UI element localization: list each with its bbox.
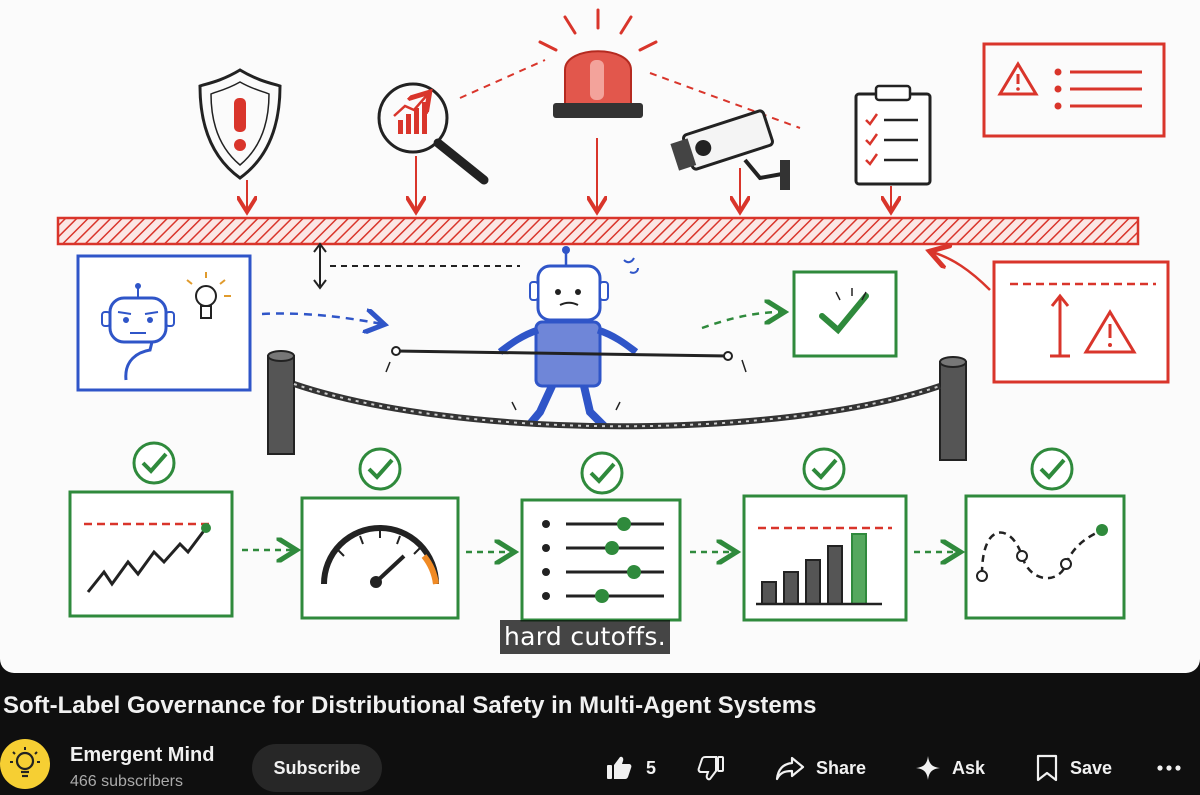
save-button[interactable]: Save — [1034, 748, 1112, 788]
success-check-panel — [792, 270, 898, 358]
tightrope-robot — [385, 246, 747, 429]
like-button[interactable]: 5 — [604, 748, 656, 788]
video-title: Soft-Label Governance for Distributional… — [3, 692, 817, 719]
share-arrow-icon — [775, 756, 805, 781]
thinking-robot-panel — [76, 254, 252, 392]
bookmark-icon — [1036, 754, 1058, 782]
ask-label: Ask — [952, 757, 986, 778]
ask-button[interactable]: Ask — [914, 748, 985, 788]
whiteboard-illustration — [56, 8, 1170, 622]
stage-2-gauge-panel — [300, 447, 460, 620]
video-caption: hard cutoffs. — [500, 620, 670, 654]
stage-1-trend-panel — [68, 441, 234, 618]
magnifier-chart-icon — [377, 82, 489, 210]
like-count: 5 — [646, 757, 657, 778]
channel-name[interactable]: Emergent Mind — [70, 744, 215, 766]
lightbulb-icon — [10, 747, 40, 778]
clipboard-checklist-icon — [854, 84, 932, 210]
rope-and-posts — [267, 350, 967, 461]
sparkle-icon — [916, 756, 940, 780]
share-button[interactable]: Share — [774, 748, 866, 788]
threshold-bar — [56, 216, 1140, 246]
more-actions-button[interactable] — [1156, 748, 1182, 788]
stage-5-path-panel — [964, 447, 1126, 620]
share-label: Share — [816, 757, 867, 778]
stage-3-sliders-panel — [520, 451, 682, 622]
subscriber-count: 466 subscribers — [70, 773, 183, 790]
video-player[interactable]: hard cutoffs. — [0, 0, 1200, 673]
shield-alert-icon — [198, 68, 282, 210]
thumbs-down-icon — [697, 756, 724, 781]
warning-list-icon — [982, 42, 1166, 138]
subscribe-button[interactable]: Subscribe — [252, 744, 382, 792]
thumbs-up-icon — [607, 756, 632, 779]
dislike-button[interactable] — [696, 748, 726, 788]
security-camera-icon — [670, 109, 790, 210]
stage-4-bars-panel — [742, 447, 908, 622]
alarm-siren-icon — [538, 8, 658, 210]
channel-avatar[interactable] — [0, 739, 50, 789]
save-label: Save — [1070, 757, 1113, 778]
more-dots-icon — [1157, 765, 1181, 771]
threshold-warning-panel — [992, 260, 1170, 384]
